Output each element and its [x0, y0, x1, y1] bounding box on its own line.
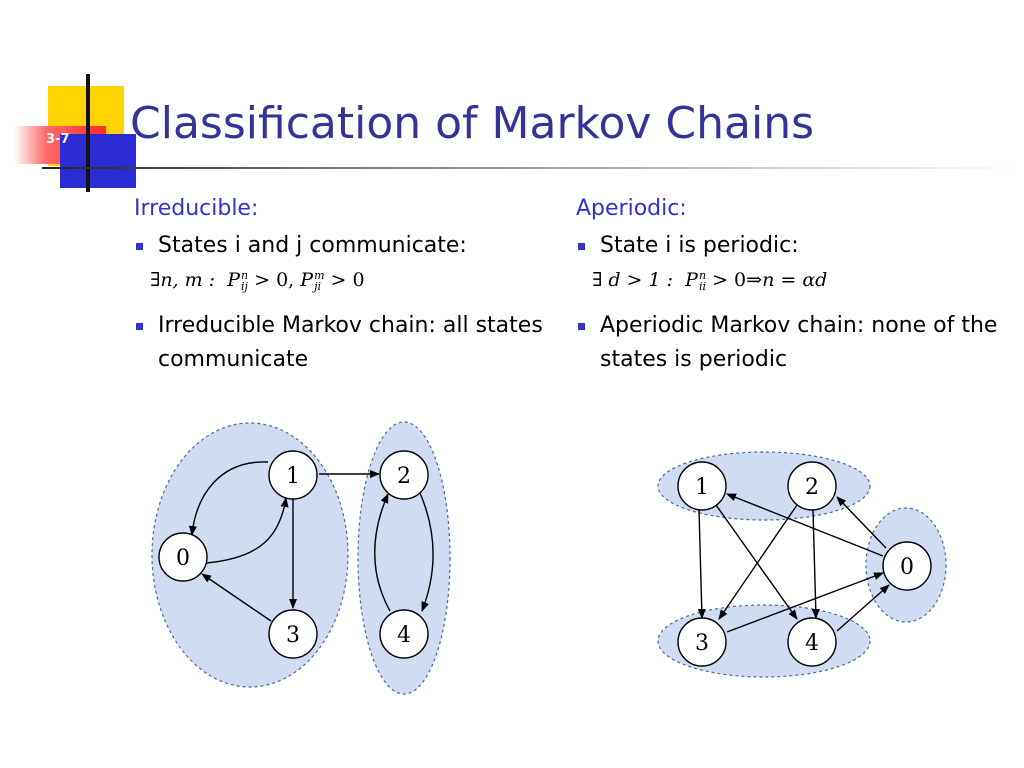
edge-0-to-1-right [726, 493, 884, 557]
left-node-4: 4 [379, 609, 429, 659]
edge-2-to-3-right [718, 504, 798, 620]
bullet-communicate-text: States i and j communicate: [158, 233, 467, 258]
left-node-0-label: 0 [176, 546, 190, 571]
decor-blue-square [60, 134, 136, 188]
bullet-square-icon [578, 323, 585, 330]
bullet-aperiodic-text: Aperiodic Markov chain: none of the stat… [600, 313, 998, 372]
bullet-communicate: States i and j communicate: [134, 229, 574, 263]
left-node-1-label: 1 [286, 464, 300, 489]
right-node-4-label: 4 [805, 631, 819, 656]
slide-title: Classification of Markov Chains [130, 98, 814, 149]
edge-1-to-3-right [697, 509, 706, 619]
bullet-aperiodic-chain: Aperiodic Markov chain: none of the stat… [576, 309, 1016, 377]
right-node-0-label: 0 [900, 555, 914, 580]
heading-aperiodic: Aperiodic: [576, 196, 687, 221]
formula-sub: ii [698, 280, 706, 293]
bullet-irreducible-chain: Irreducible Markov chain: all states com… [134, 309, 574, 377]
right-node-3-label: 3 [695, 631, 709, 656]
edge-4-to-2 [374, 493, 391, 612]
edge-3-to-0-right [726, 572, 884, 633]
left-node-3-label: 3 [286, 623, 300, 648]
bullet-square-icon [578, 243, 585, 250]
formula-cond: d > 1 : [608, 269, 674, 291]
left-node-2: 2 [379, 450, 429, 500]
left-node-1: 1 [268, 450, 318, 500]
column-aperiodic: Aperiodic: State i is periodic: ∃ d > 1 … [576, 196, 1016, 377]
edge-3-to-0 [201, 573, 272, 622]
formula-sup: n [698, 269, 707, 282]
edge-2-to-4 [419, 492, 434, 612]
column-irreducible: Irreducible: States i and j communicate:… [134, 196, 574, 377]
bullet-periodic: State i is periodic: [576, 229, 1016, 263]
edge-2-to-4-right [811, 509, 820, 619]
formula-rhs: n = αd [762, 269, 828, 291]
heading-irreducible: Irreducible: [134, 196, 259, 221]
right-node-3: 3 [677, 617, 727, 667]
formula-gt1: > 0, [254, 269, 295, 291]
slide-number: 3-7 [46, 132, 70, 147]
implies-symbol: ⇒ [746, 269, 763, 291]
right-node-1-label: 1 [695, 475, 709, 500]
right-node-4: 4 [787, 617, 837, 667]
formula-sub2: ji [314, 280, 321, 293]
edge-0-to-2-right [836, 496, 887, 549]
formula-sub1: ij [240, 280, 248, 293]
exists-symbol: ∃ [150, 269, 161, 291]
formula-gt: > 0 [712, 269, 747, 291]
left-node-2-label: 2 [397, 464, 411, 489]
formula-gt2: > 0 [330, 269, 365, 291]
edge-1-to-4-right [715, 504, 798, 620]
decor-horizontal-line [42, 167, 1022, 169]
formula-p2: P [300, 269, 314, 291]
bullet-square-icon [136, 323, 143, 330]
right-node-2-label: 2 [805, 475, 819, 500]
formula-sup1: n [240, 269, 249, 282]
edge-1-to-0 [188, 461, 269, 536]
bullet-periodic-text: State i is periodic: [600, 233, 799, 258]
right-node-1: 1 [677, 461, 727, 511]
formula-vars: n, m : [160, 269, 216, 291]
edge-0-to-1 [205, 497, 289, 564]
formula-p1: P [227, 269, 240, 291]
formula-p: P [685, 269, 698, 291]
edge-4-to-0-right [836, 584, 890, 632]
left-node-4-label: 4 [397, 623, 411, 648]
right-node-0: 0 [882, 541, 932, 591]
left-node-0: 0 [158, 532, 208, 582]
right-node-2: 2 [787, 461, 837, 511]
decor-vertical-line [86, 74, 90, 192]
exists-symbol: ∃ [592, 269, 603, 291]
formula-sup2: m [314, 269, 325, 282]
bullet-square-icon [136, 243, 143, 250]
bullet-irreducible-text: Irreducible Markov chain: all states com… [158, 313, 543, 372]
left-node-3: 3 [268, 609, 318, 659]
